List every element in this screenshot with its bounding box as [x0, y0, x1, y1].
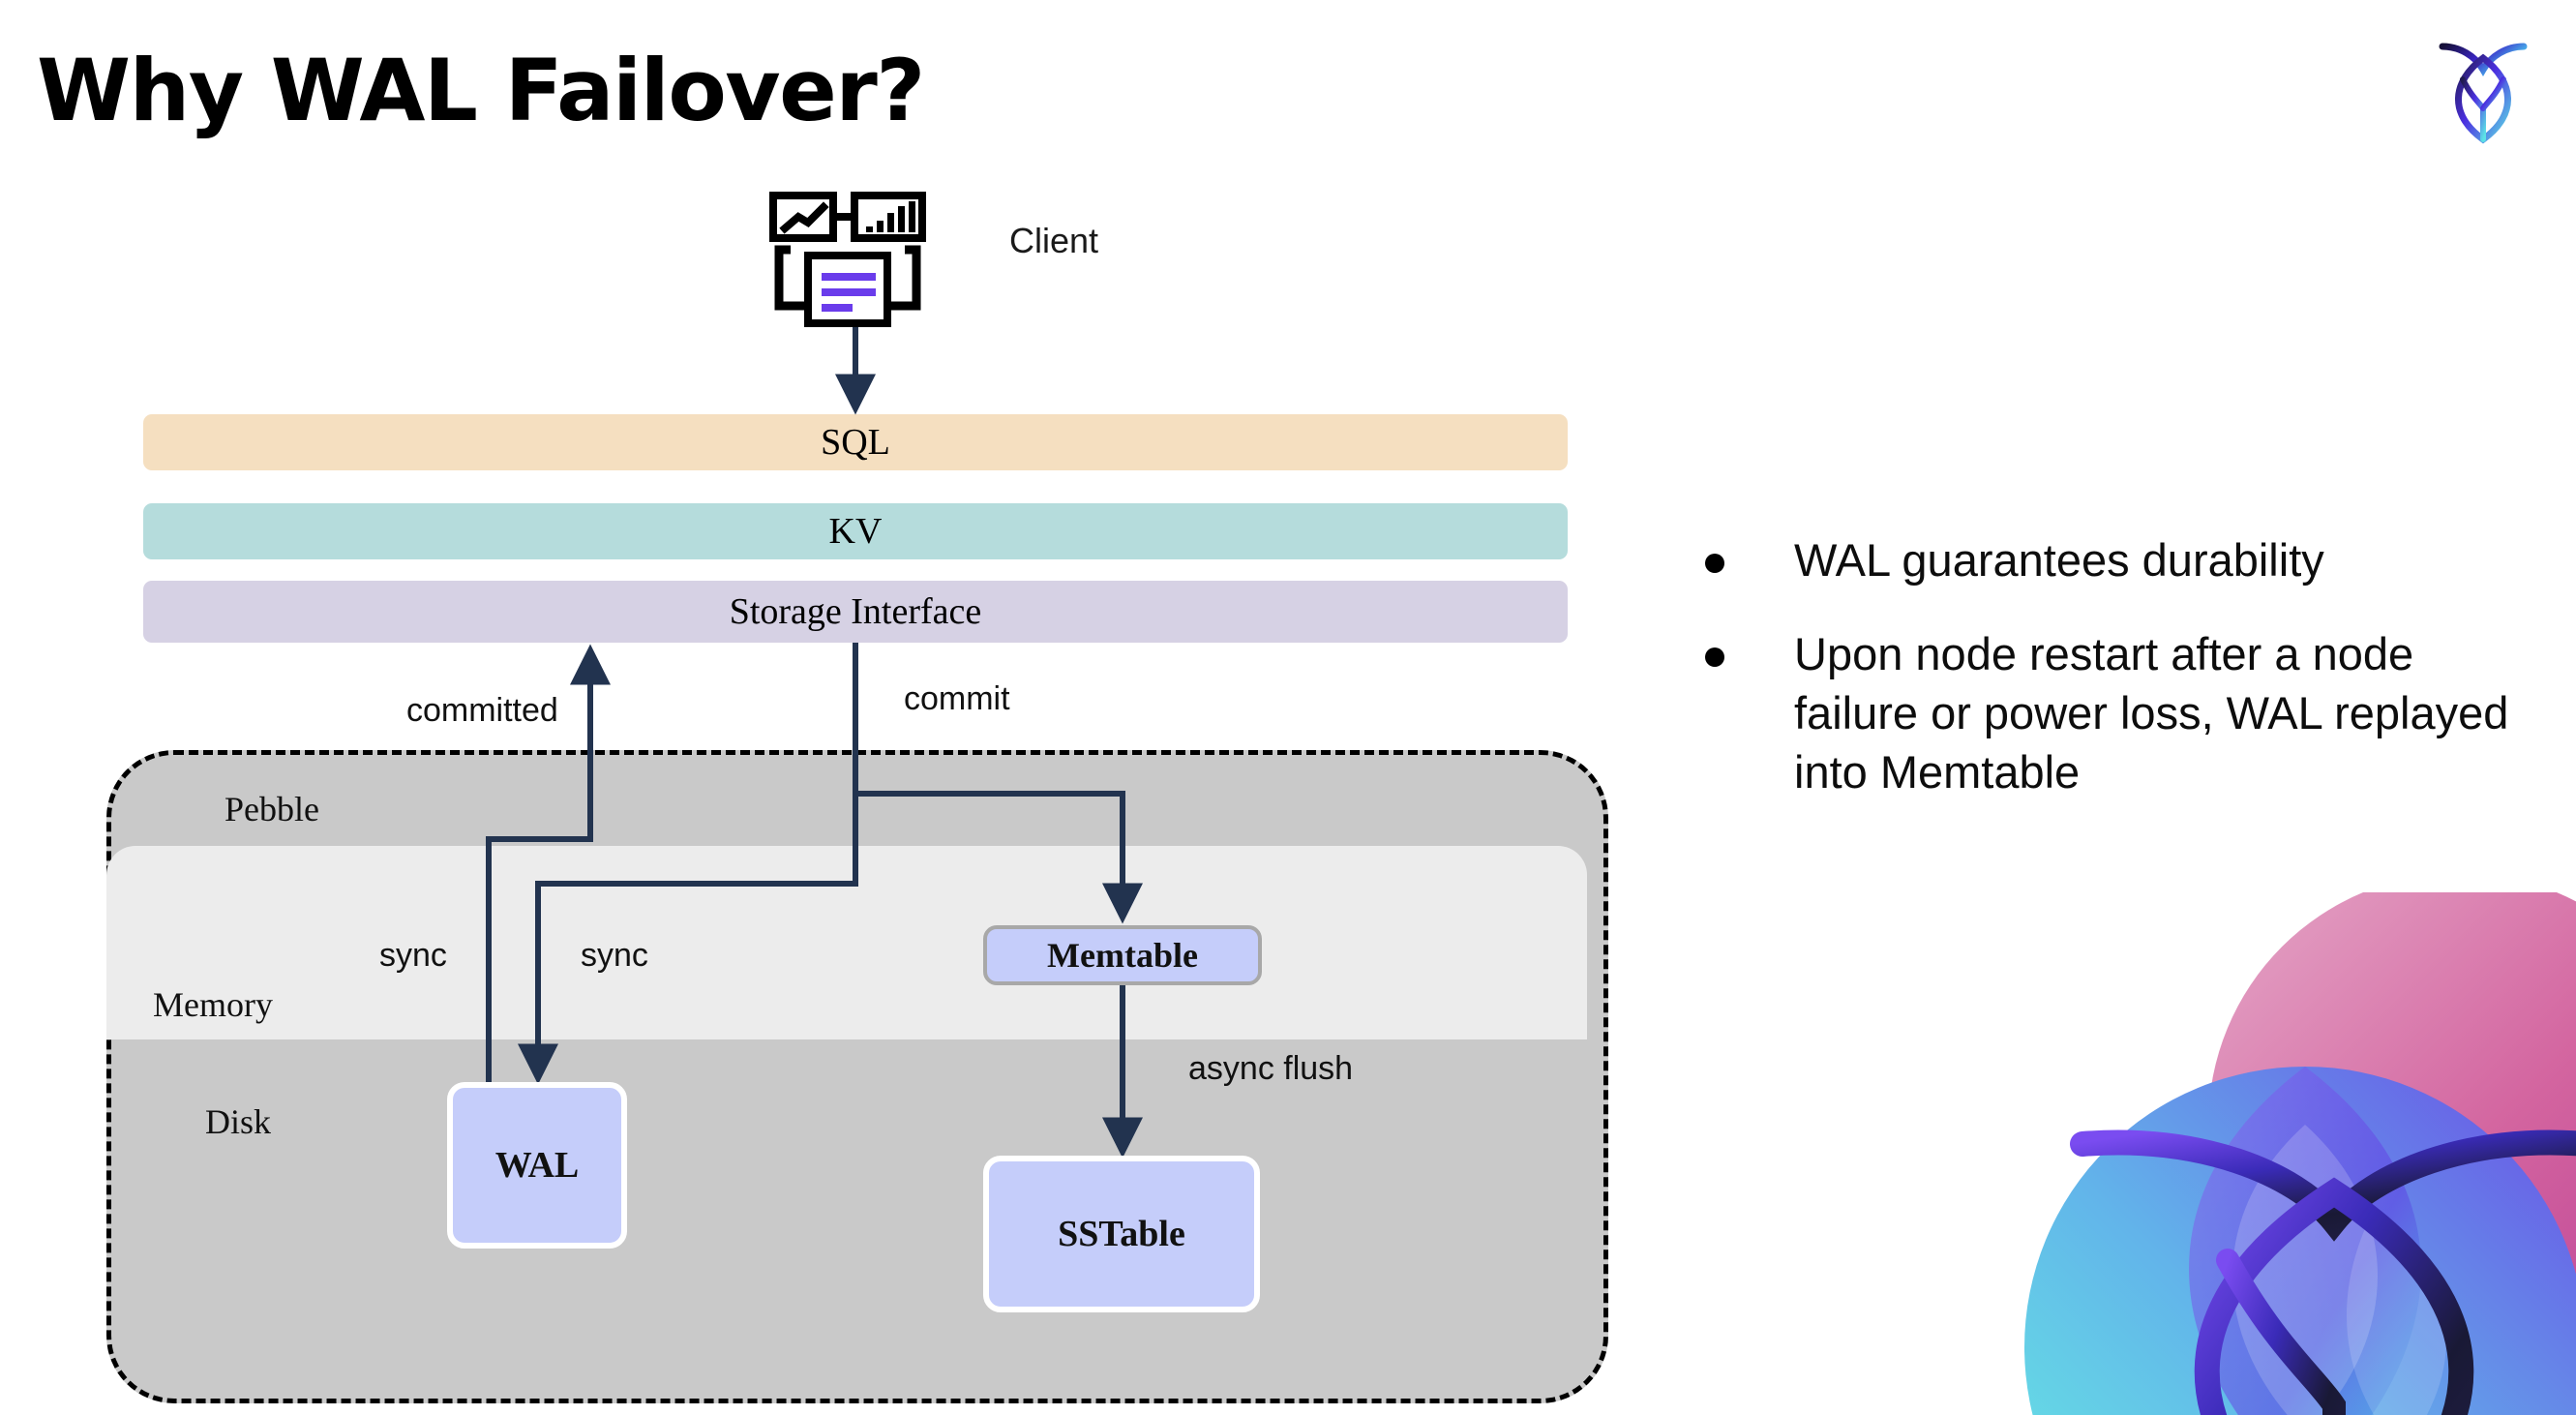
node-wal: WAL	[447, 1082, 627, 1249]
cockroach-emblem-decor-icon	[2024, 892, 2576, 1415]
node-memtable: Memtable	[983, 925, 1262, 985]
page-title: Why WAL Failover?	[37, 41, 925, 140]
node-sstable: SSTable	[983, 1156, 1260, 1312]
layer-label-storage: Storage Interface	[729, 591, 982, 632]
edge-label-sync-left: sync	[379, 937, 447, 974]
edge-label-committed: committed	[406, 692, 558, 729]
layer-bar-storage: Storage Interface	[143, 581, 1568, 643]
bullet-dot-icon	[1705, 647, 1724, 668]
region-label-pebble: Pebble	[225, 790, 319, 828]
region-label-disk: Disk	[205, 1102, 272, 1141]
client-dashboard-icon	[769, 192, 926, 327]
bullet-text: WAL guarantees durability	[1794, 534, 2324, 586]
node-label-memtable: Memtable	[1047, 936, 1198, 975]
region-label-memory: Memory	[153, 985, 273, 1024]
layer-label-kv: KV	[828, 511, 883, 552]
layer-bar-sql: SQL	[143, 414, 1568, 470]
cockroach-logo-icon	[2439, 43, 2528, 144]
edge-label-commit: commit	[904, 680, 1010, 717]
edge-label-sync-right: sync	[581, 937, 648, 974]
node-label-sstable: SSTable	[1058, 1214, 1185, 1254]
layer-label-sql: SQL	[821, 422, 890, 463]
bullet-list: WAL guarantees durability Upon node rest…	[1705, 530, 2518, 836]
layer-bar-kv: KV	[143, 503, 1568, 559]
node-label-wal: WAL	[494, 1145, 580, 1186]
list-item: Upon node restart after a node failure o…	[1705, 624, 2518, 801]
list-item: WAL guarantees durability	[1705, 530, 2518, 589]
memory-region	[106, 846, 1587, 1039]
edge-label-async-flush: async flush	[1188, 1050, 1354, 1087]
bullet-text: Upon node restart after a node failure o…	[1794, 628, 2509, 798]
client-label: Client	[1009, 221, 1099, 260]
bullet-dot-icon	[1705, 554, 1724, 573]
